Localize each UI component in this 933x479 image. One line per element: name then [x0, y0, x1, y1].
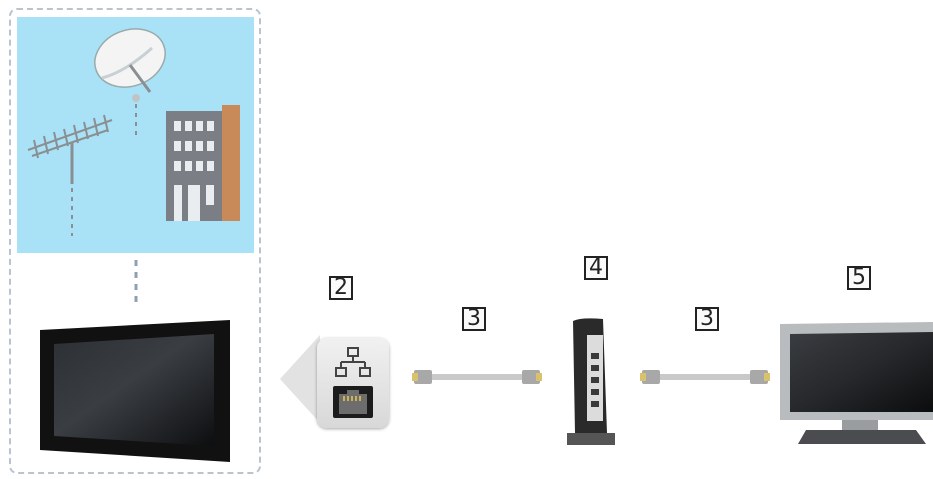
lan-terminal-callout-pointer [280, 335, 320, 423]
label-lan-cable-right: 3 [695, 307, 719, 331]
lan-cable-right-icon [640, 366, 770, 388]
apartment-building-icon [164, 105, 244, 225]
network-icon [335, 346, 371, 380]
terrestrial-antenna-icon [20, 112, 120, 240]
label-media-server: 5 [847, 266, 871, 290]
antenna-to-tv-connector [128, 258, 144, 310]
label-router: 4 [584, 256, 608, 280]
ethernet-port-icon [333, 386, 373, 418]
tv-icon [36, 316, 236, 466]
router-icon [563, 317, 619, 447]
label-lan-cable-left: 3 [462, 307, 486, 331]
label-lan-terminal: 2 [329, 276, 353, 300]
media-server-monitor-icon [776, 320, 933, 446]
lan-cable-left-icon [412, 366, 542, 388]
